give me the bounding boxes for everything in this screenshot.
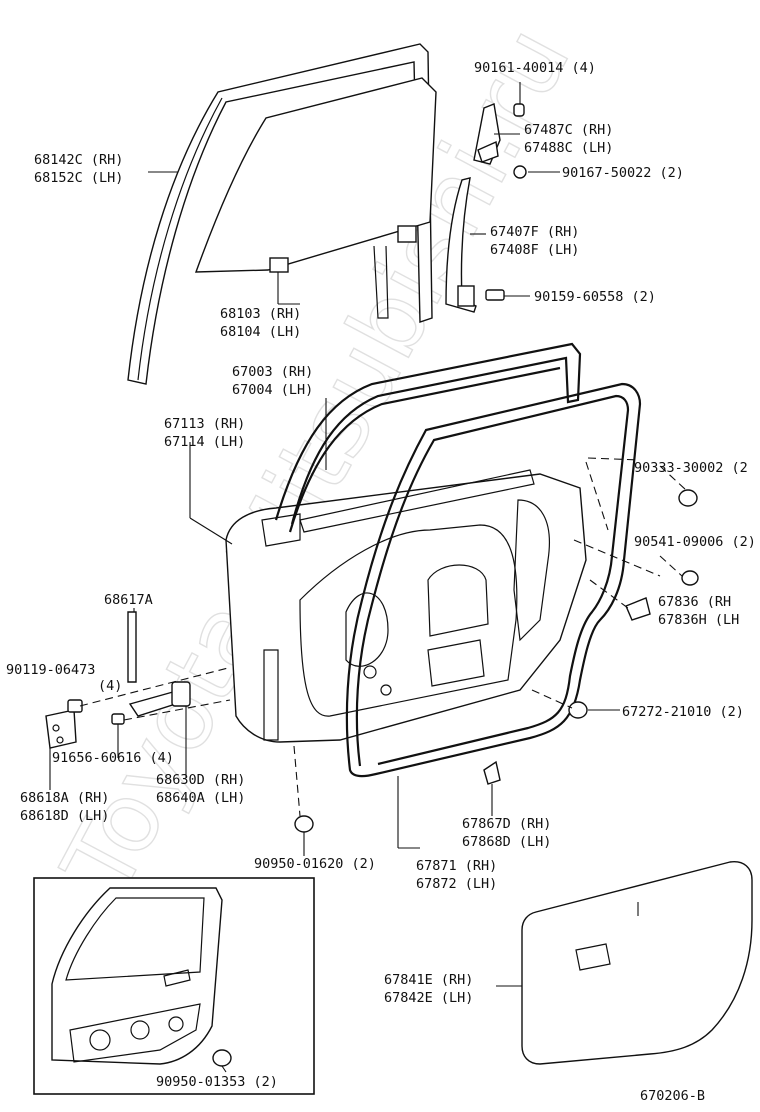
door-panel-part[interactable] [225,473,587,743]
screw-90159[interactable] [485,289,505,301]
label-68103: 68103 (RH) [220,306,301,322]
bumper-67272[interactable] [568,701,588,719]
label-67836h: 67836H (LH [658,612,739,628]
label-67003: 67003 (RH) [232,364,313,380]
label-67487c: 67487C (RH) [524,122,613,138]
leader-lines [49,82,687,1073]
trim-board-part[interactable] [521,861,753,1065]
label-90159: 90159-60558 (2) [534,289,656,305]
label-67004: 67004 (LH) [232,382,313,398]
label-67408f: 67408F (LH) [490,242,579,258]
division-bar-cover-part[interactable] [473,103,501,165]
label-67871: 67871 (RH) [416,858,497,874]
inset-box [33,877,315,1095]
door-glass-part[interactable] [194,77,437,319]
plug-90333[interactable] [678,489,698,507]
label-67114: 67114 (LH) [164,434,245,450]
diagram-id: 670206-B [640,1088,705,1104]
label-68618d: 68618D (LH) [20,808,109,824]
clip-67867[interactable] [483,760,501,785]
label-67841e: 67841E (RH) [384,972,473,988]
label-90119-qty: (4) [98,678,122,694]
label-68152c: 68152C (LH) [34,170,123,186]
label-90541: 90541-09006 (2) [634,534,756,550]
screw-90161[interactable] [513,103,525,117]
label-90950-01620: 90950-01620 (2) [254,856,376,872]
label-90333: 90333-30002 (2 [634,460,748,476]
check-part[interactable] [128,681,191,717]
hinge-bolt[interactable] [67,699,83,713]
callout-labels: 68142C (RH) 68152C (LH) 68103 (RH) 68104… [6,60,756,1104]
weatherstrip-part[interactable] [345,382,642,778]
label-68630d: 68630D (RH) [156,772,245,788]
label-68618a: 68618A (RH) [20,790,109,806]
pad-67836[interactable] [625,597,651,621]
label-67868d: 67868D (LH) [462,834,551,850]
label-68104: 68104 (LH) [220,324,301,340]
bolt-91656[interactable] [111,713,125,725]
door-frame-part[interactable] [274,342,582,533]
label-67867d: 67867D (RH) [462,816,551,832]
label-67872: 67872 (LH) [416,876,497,892]
plug-90541[interactable] [681,570,699,586]
label-67272: 67272-21010 (2) [622,704,744,720]
label-90167: 90167-50022 (2) [562,165,684,181]
label-67836: 67836 (RH [658,594,731,610]
label-67113: 67113 (RH) [164,416,245,432]
plug-90950a[interactable] [294,815,314,833]
plug-90950b[interactable] [212,1049,232,1067]
run-channel-part[interactable] [127,43,433,385]
label-67842e: 67842E (LH) [384,990,473,1006]
bolt-68617[interactable] [127,611,137,683]
label-68142c: 68142C (RH) [34,152,123,168]
label-90161: 90161-40014 (4) [474,60,596,76]
label-67488c: 67488C (LH) [524,140,613,156]
division-bar-part[interactable] [445,177,477,313]
label-90950-01353: 90950-01353 (2) [156,1074,278,1090]
label-90119: 90119-06473 [6,662,95,678]
label-91656: 91656-60616 (4) [52,750,174,766]
screw-90167[interactable] [513,165,527,179]
label-68640a: 68640A (LH) [156,790,245,806]
label-67407f: 67407F (RH) [490,224,579,240]
hinge-part[interactable] [45,709,77,749]
label-68617a: 68617A [104,592,153,608]
